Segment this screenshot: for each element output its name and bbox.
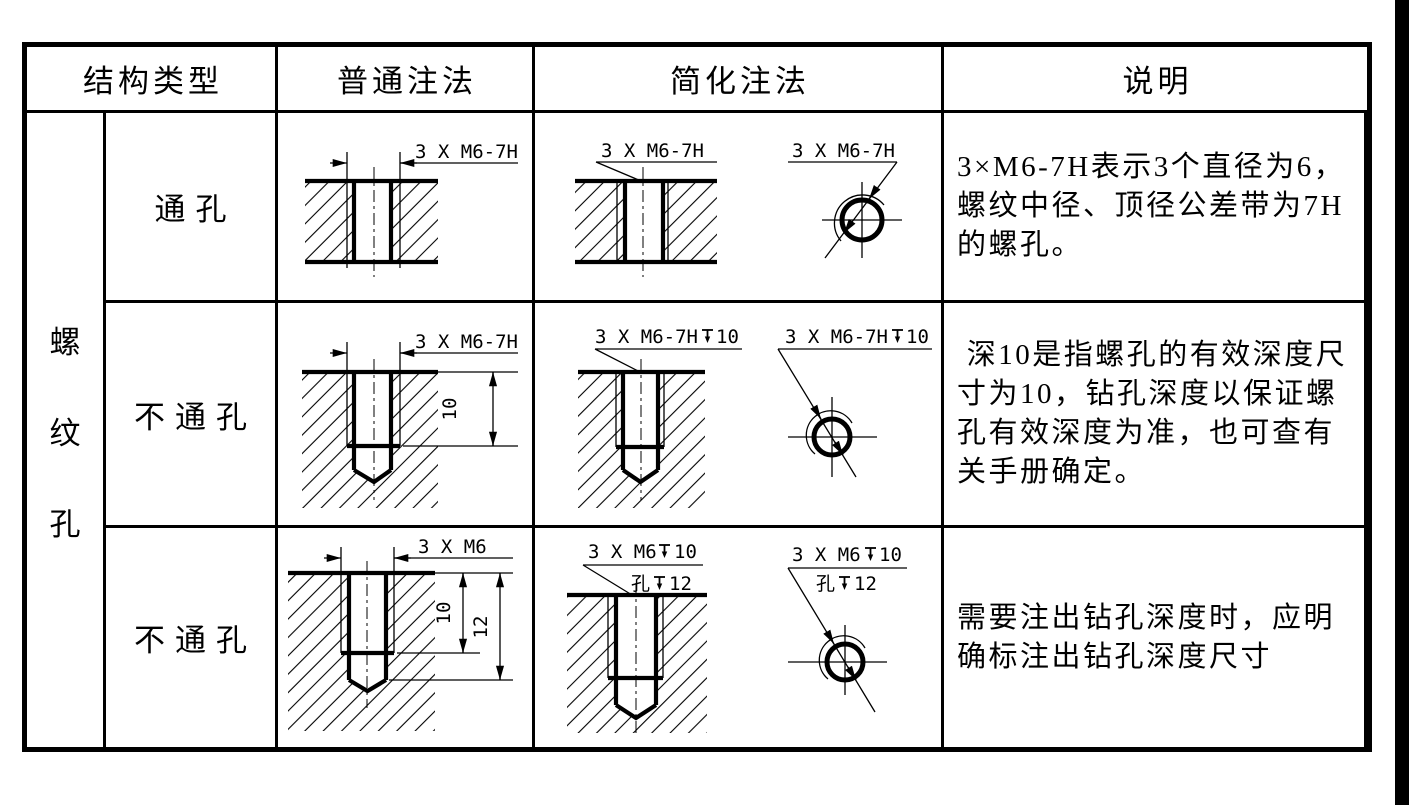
row2-type-label: 不通孔 bbox=[134, 399, 257, 435]
through-hole-simplified: 3 X M6-7H 3 X M6-7H bbox=[575, 140, 902, 277]
section-view: 3 X M6-7H 10 bbox=[578, 326, 742, 508]
header-structure-type: 结构类型 bbox=[27, 47, 278, 113]
row2-simplified-figure: 3 X M6-7H 10 3 X M6-7H 10 bbox=[535, 303, 944, 528]
category-char: 纹 bbox=[49, 415, 81, 451]
depth-symbol bbox=[864, 547, 877, 562]
hole-depth-value: 12 bbox=[669, 573, 692, 595]
row3-type-label: 不通孔 bbox=[134, 623, 257, 658]
circle-view: 3 X M6-7H bbox=[788, 140, 902, 259]
thread-spec-label: 3 X M6-7H bbox=[785, 326, 888, 348]
row2-ordinary-figure: 3 X M6-7H 10 bbox=[278, 303, 535, 528]
thread-depth-dim-value: 10 bbox=[433, 602, 455, 625]
hole-word-label: 孔 bbox=[816, 573, 835, 595]
depth-symbol bbox=[658, 544, 671, 559]
thread-depth-value: 10 bbox=[716, 326, 739, 348]
row1-explanation: 3×M6-7H表示3个直径为6，螺纹中径、顶径公差带为7H的螺孔。 bbox=[944, 113, 1367, 303]
thread-spec-label: 3 X M6 bbox=[792, 544, 861, 566]
depth-symbol bbox=[701, 329, 714, 344]
hole-depth-value: 12 bbox=[854, 573, 877, 595]
thread-spec-label: 3 X M6-7H bbox=[792, 140, 895, 162]
category-char: 孔 bbox=[49, 506, 81, 542]
section-view: 3 X M6 10 孔 12 bbox=[567, 541, 707, 735]
row2-note-text: 深10是指螺孔的有效深度尺寸为10，钻孔深度以保证螺孔有效深度为准，也可查有关手… bbox=[957, 339, 1348, 488]
section-view: 3 X M6-7H bbox=[575, 140, 717, 277]
row3-ordinary-figure: 3 X M6 10 12 bbox=[278, 528, 535, 747]
depth-symbol bbox=[838, 576, 851, 591]
category-char: 螺 bbox=[49, 324, 81, 360]
leader-line bbox=[582, 564, 703, 596]
thread-dimension: 3 X M6 bbox=[324, 536, 513, 563]
circle-view: 3 X M6-7H 10 bbox=[777, 326, 932, 478]
depth-symbol bbox=[653, 576, 666, 591]
hole-word-label: 孔 bbox=[631, 573, 650, 595]
row2-type: 不通孔 bbox=[106, 303, 278, 528]
row3-explanation: 需要注出钻孔深度时，应明确标注出钻孔深度尺寸 bbox=[944, 528, 1367, 747]
header-explanation: 说明 bbox=[944, 47, 1367, 113]
leader-line bbox=[777, 348, 932, 478]
thread-spec-label: 3 X M6-7H bbox=[595, 326, 698, 348]
row1-type-label: 通孔 bbox=[154, 192, 237, 227]
center-lines bbox=[788, 397, 877, 477]
row1-type: 通孔 bbox=[106, 113, 278, 303]
leader-line bbox=[595, 161, 717, 182]
circle-view: 3 X M6 10 孔 12 bbox=[787, 544, 907, 713]
blind-hole-section-ordinary: 3 X M6-7H 10 bbox=[302, 331, 518, 508]
right-edge-stripe bbox=[1395, 0, 1409, 805]
thread-dimension: 3 X M6-7H bbox=[330, 331, 518, 358]
thread-depth-value: 10 bbox=[879, 544, 902, 566]
through-hole-section-ordinary: 3 X M6-7H bbox=[305, 141, 518, 277]
section-view bbox=[305, 152, 438, 277]
row1-note-text: 3×M6-7H表示3个直径为6，螺纹中径、顶径公差带为7H的螺孔。 bbox=[957, 151, 1346, 261]
header-simplified-notation-label: 简化注法 bbox=[670, 64, 810, 99]
depth-dim-value: 10 bbox=[439, 398, 461, 421]
thread-spec-label: 3 X M6 bbox=[588, 541, 657, 563]
header-explanation-label: 说明 bbox=[1122, 64, 1193, 99]
header-structure-type-label: 结构类型 bbox=[83, 64, 223, 99]
depth-dimension: 10 bbox=[403, 371, 518, 447]
drill-depth-dim-value: 12 bbox=[470, 616, 492, 639]
section-view bbox=[288, 547, 435, 731]
row3-simplified-figure: 3 X M6 10 孔 12 3 X M6 10 bbox=[535, 528, 944, 747]
center-lines bbox=[788, 625, 887, 695]
thread-depth-value: 10 bbox=[674, 541, 697, 563]
row1-ordinary-figure: 3 X M6-7H bbox=[278, 113, 535, 303]
header-ordinary-notation-label: 普通注法 bbox=[337, 64, 477, 99]
leader-line bbox=[788, 161, 898, 259]
row1-simplified-figure: 3 X M6-7H 3 X M6-7H bbox=[535, 113, 944, 303]
blind-hole-drill-depth-ordinary: 3 X M6 10 12 bbox=[288, 536, 513, 731]
row2-explanation: 深10是指螺孔的有效深度尺寸为10，钻孔深度以保证螺孔有效深度为准，也可查有关手… bbox=[944, 303, 1367, 528]
row3-note-text: 需要注出钻孔深度时，应明确标注出钻孔深度尺寸 bbox=[957, 601, 1336, 673]
center-lines bbox=[822, 182, 902, 258]
thread-depth-value: 10 bbox=[906, 326, 929, 348]
header-ordinary-notation: 普通注法 bbox=[278, 47, 535, 113]
row3-type: 不通孔 bbox=[106, 528, 278, 747]
header-simplified-notation: 简化注法 bbox=[535, 47, 944, 113]
category-threaded-hole: 螺 纹 孔 bbox=[27, 113, 106, 747]
thread-spec-label: 3 X M6-7H bbox=[601, 140, 704, 162]
thread-spec-label: 3 X M6-7H bbox=[415, 331, 518, 353]
notation-table: 结构类型 普通注法 简化注法 说明 螺 纹 孔 通孔 bbox=[22, 42, 1372, 752]
leader-line bbox=[787, 567, 907, 713]
blind-hole-drill-depth-simplified: 3 X M6 10 孔 12 3 X M6 10 bbox=[567, 541, 907, 735]
drill-depth-dimension: 12 bbox=[389, 573, 513, 681]
depth-symbol bbox=[891, 329, 904, 344]
thread-spec-label: 3 X M6-7H bbox=[415, 141, 518, 163]
section-view bbox=[302, 342, 438, 508]
dimension: 3 X M6-7H bbox=[330, 141, 518, 168]
blind-hole-simplified: 3 X M6-7H 10 3 X M6-7H 10 bbox=[578, 326, 932, 508]
leader-line bbox=[594, 348, 742, 373]
thread-spec-label: 3 X M6 bbox=[418, 536, 487, 558]
